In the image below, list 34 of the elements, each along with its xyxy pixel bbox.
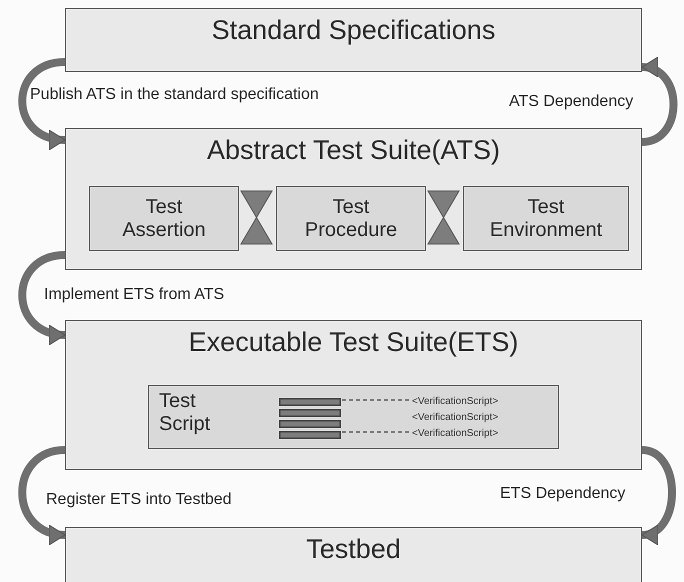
edge-label: ATS Dependency [509, 93, 634, 111]
component-box [89, 186, 239, 251]
box-title: Testbed [306, 534, 401, 566]
curved-arrow [18, 446, 66, 544]
edge-label: Register ETS into Testbed [46, 491, 232, 509]
component-box [463, 186, 629, 251]
curved-arrow [641, 59, 678, 146]
edge-label: Publish ATS in the standard specification [30, 86, 319, 104]
box-title: Test Procedure [304, 196, 398, 242]
leader-line [339, 399, 409, 401]
script-bars-icon [279, 398, 341, 439]
component-box [276, 186, 426, 251]
edge-label: Implement ETS from ATS [44, 286, 224, 304]
leader-line [339, 431, 409, 433]
curved-arrow [641, 446, 676, 542]
suite-box [65, 527, 642, 582]
edge-label: ETS Dependency [500, 485, 626, 503]
suite-box [65, 128, 642, 270]
script-label: <VerificationScript> [412, 411, 498, 425]
box-title: Abstract Test Suite(ATS) [206, 135, 500, 166]
curved-arrow [18, 251, 66, 344]
box-title: Standard Specifications [212, 15, 496, 46]
script-label: <VerificationScript> [412, 427, 498, 441]
hourglass-connector [427, 190, 460, 244]
component-box [148, 385, 559, 449]
box-title: Test Assertion [122, 196, 206, 242]
hourglass-connector [240, 190, 273, 244]
box-title: Test Environment [490, 196, 602, 242]
script-label: <VerificationScript> [412, 395, 498, 409]
box-title: Executable Test Suite(ETS) [188, 327, 518, 358]
suite-box [65, 8, 642, 72]
box-title: Test Script [159, 390, 210, 436]
suite-box [65, 320, 642, 470]
curved-arrow [18, 58, 66, 149]
